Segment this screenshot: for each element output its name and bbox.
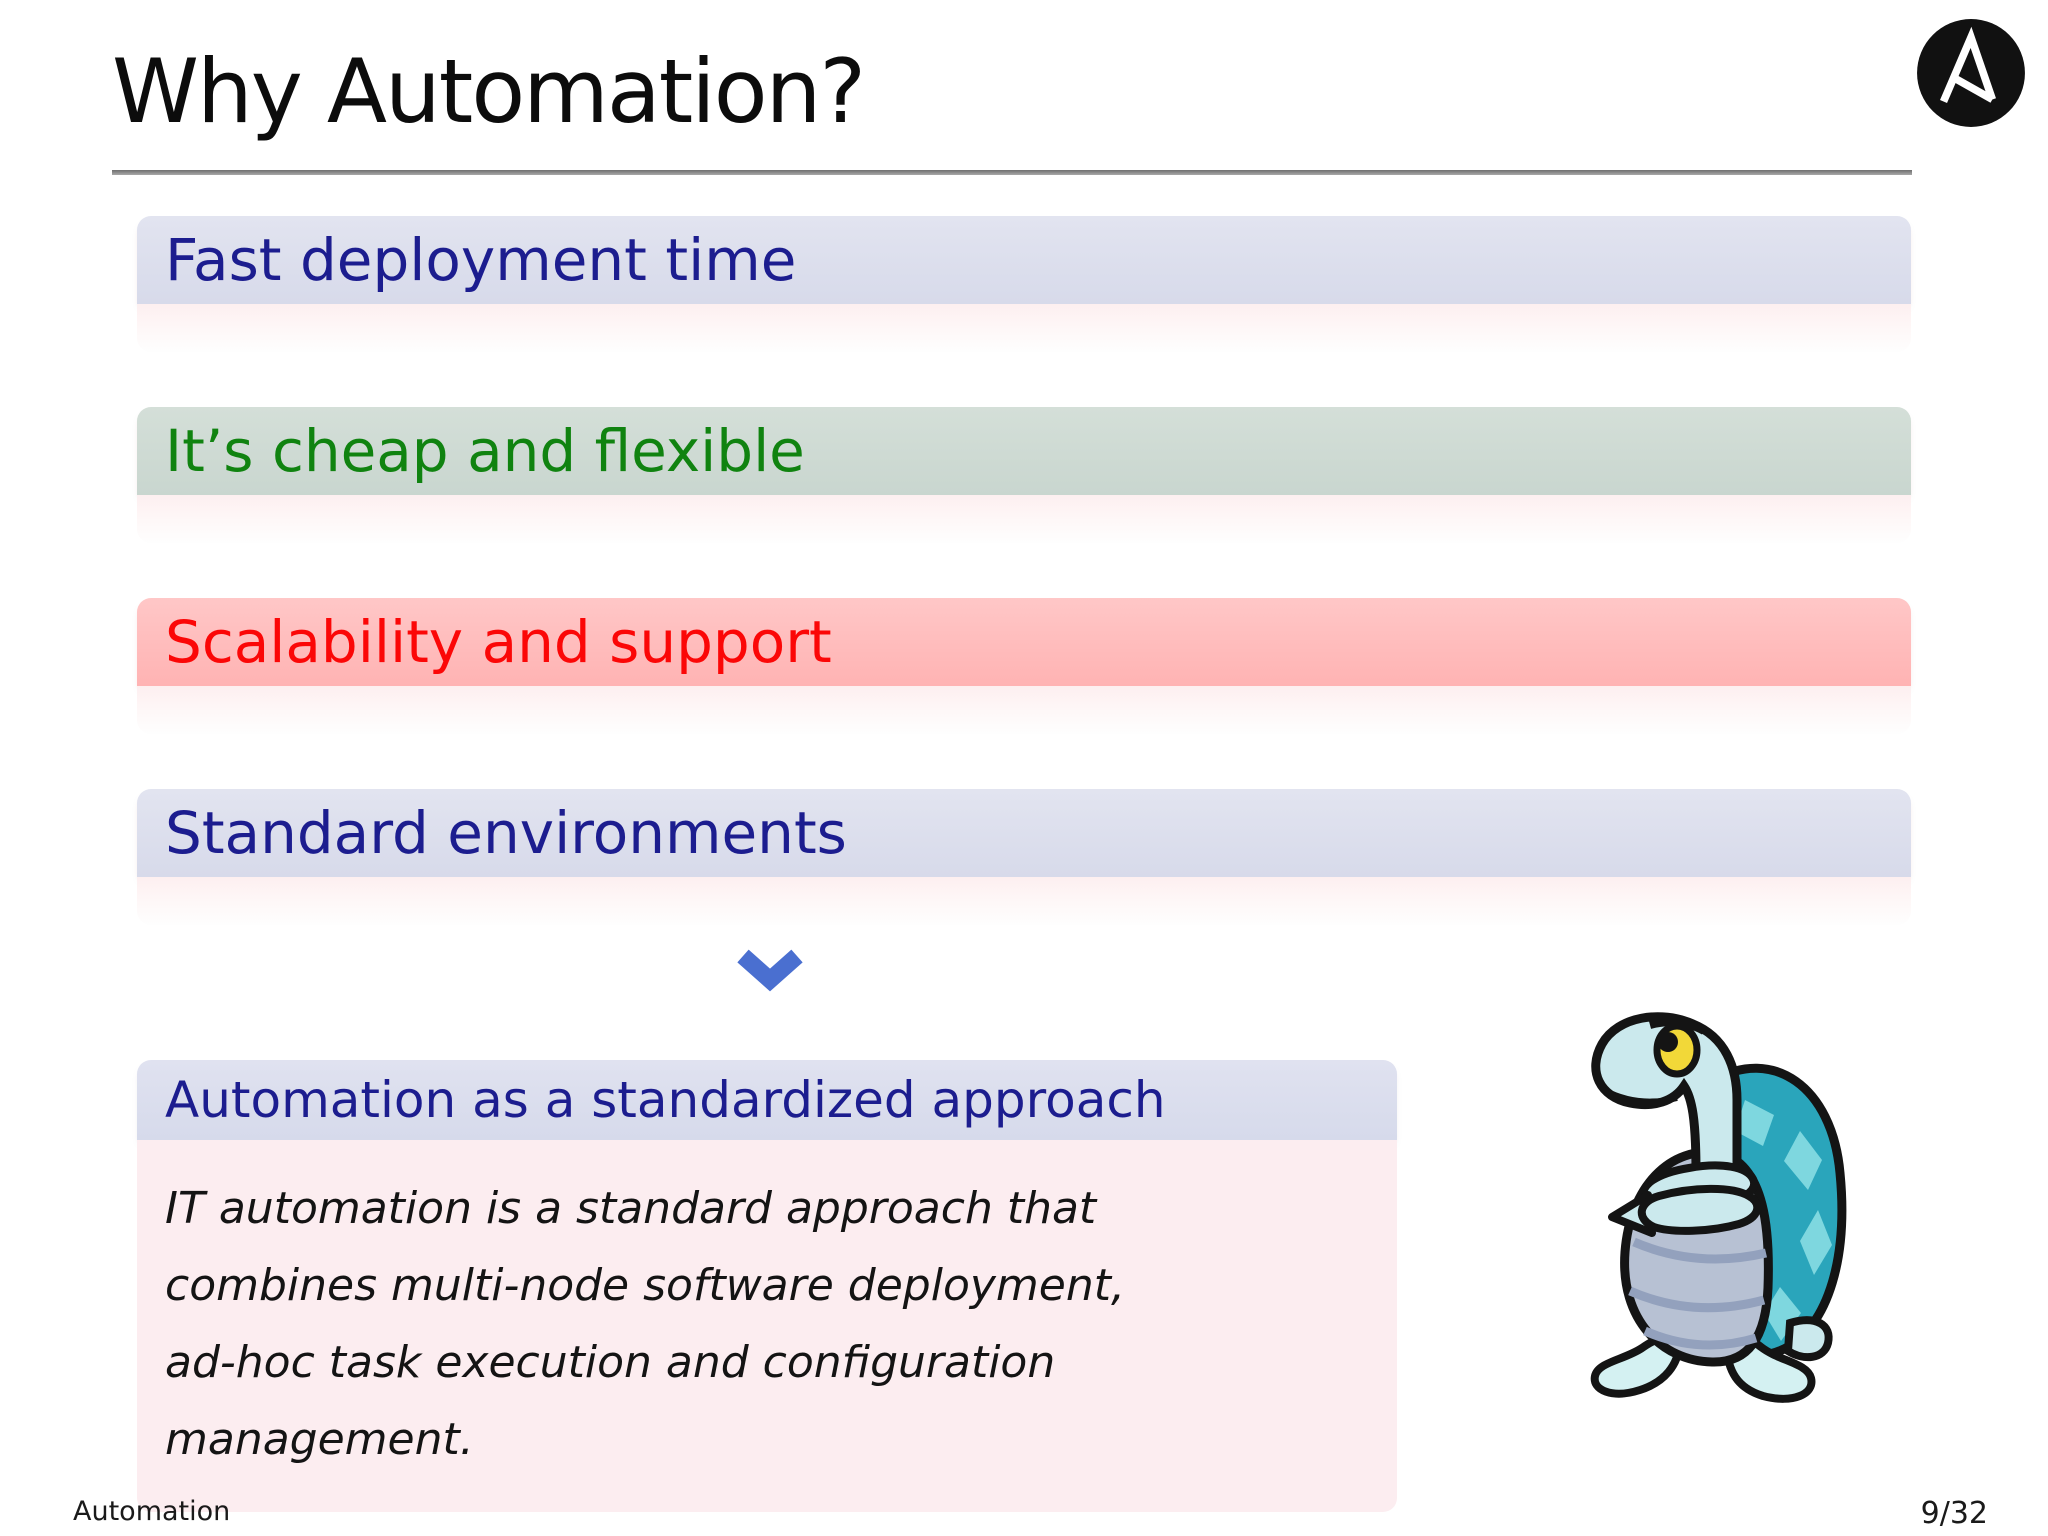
title-underline (112, 170, 1912, 175)
block-standard-environments: Standard environments (137, 789, 1911, 925)
footer-page-number: 9/32 (1920, 1496, 1988, 1531)
conclusion-body: IT automation is a standard approach tha… (137, 1140, 1397, 1512)
conclusion-body-line: combines multi-node software deployment, (165, 1260, 1125, 1311)
block-label: Standard environments (165, 799, 847, 867)
ansible-logo-icon (1914, 16, 2028, 130)
block-fast-deployment: Fast deployment time (137, 216, 1911, 352)
block-scalability-support: Scalability and support (137, 598, 1911, 734)
block-body (137, 686, 1911, 734)
block-header: It’s cheap and flexible (137, 407, 1911, 495)
block-body (137, 304, 1911, 352)
conclusion-body-line: IT automation is a standard approach tha… (165, 1183, 1097, 1234)
block-label: It’s cheap and flexible (165, 417, 805, 485)
block-cheap-flexible: It’s cheap and flexible (137, 407, 1911, 543)
footer-section-title: Automation (73, 1496, 231, 1527)
block-header: Fast deployment time (137, 216, 1911, 304)
block-header: Standard environments (137, 789, 1911, 877)
block-header: Scalability and support (137, 598, 1911, 686)
conclusion-body-line: ad-hoc task execution and configuration (165, 1337, 1056, 1388)
conclusion-body-line: management. (165, 1414, 474, 1465)
chevron-down-icon (737, 948, 803, 996)
block-body (137, 877, 1911, 925)
block-conclusion: Automation as a standardized approach IT… (137, 1060, 1397, 1512)
block-body (137, 495, 1911, 543)
conclusion-title: Automation as a standardized approach (137, 1060, 1397, 1140)
block-label: Scalability and support (165, 608, 832, 676)
turtle-mascot-image (1582, 1005, 1852, 1410)
page-title: Why Automation? (112, 40, 866, 143)
conclusion-title-label: Automation as a standardized approach (165, 1071, 1166, 1129)
block-label: Fast deployment time (165, 226, 797, 294)
